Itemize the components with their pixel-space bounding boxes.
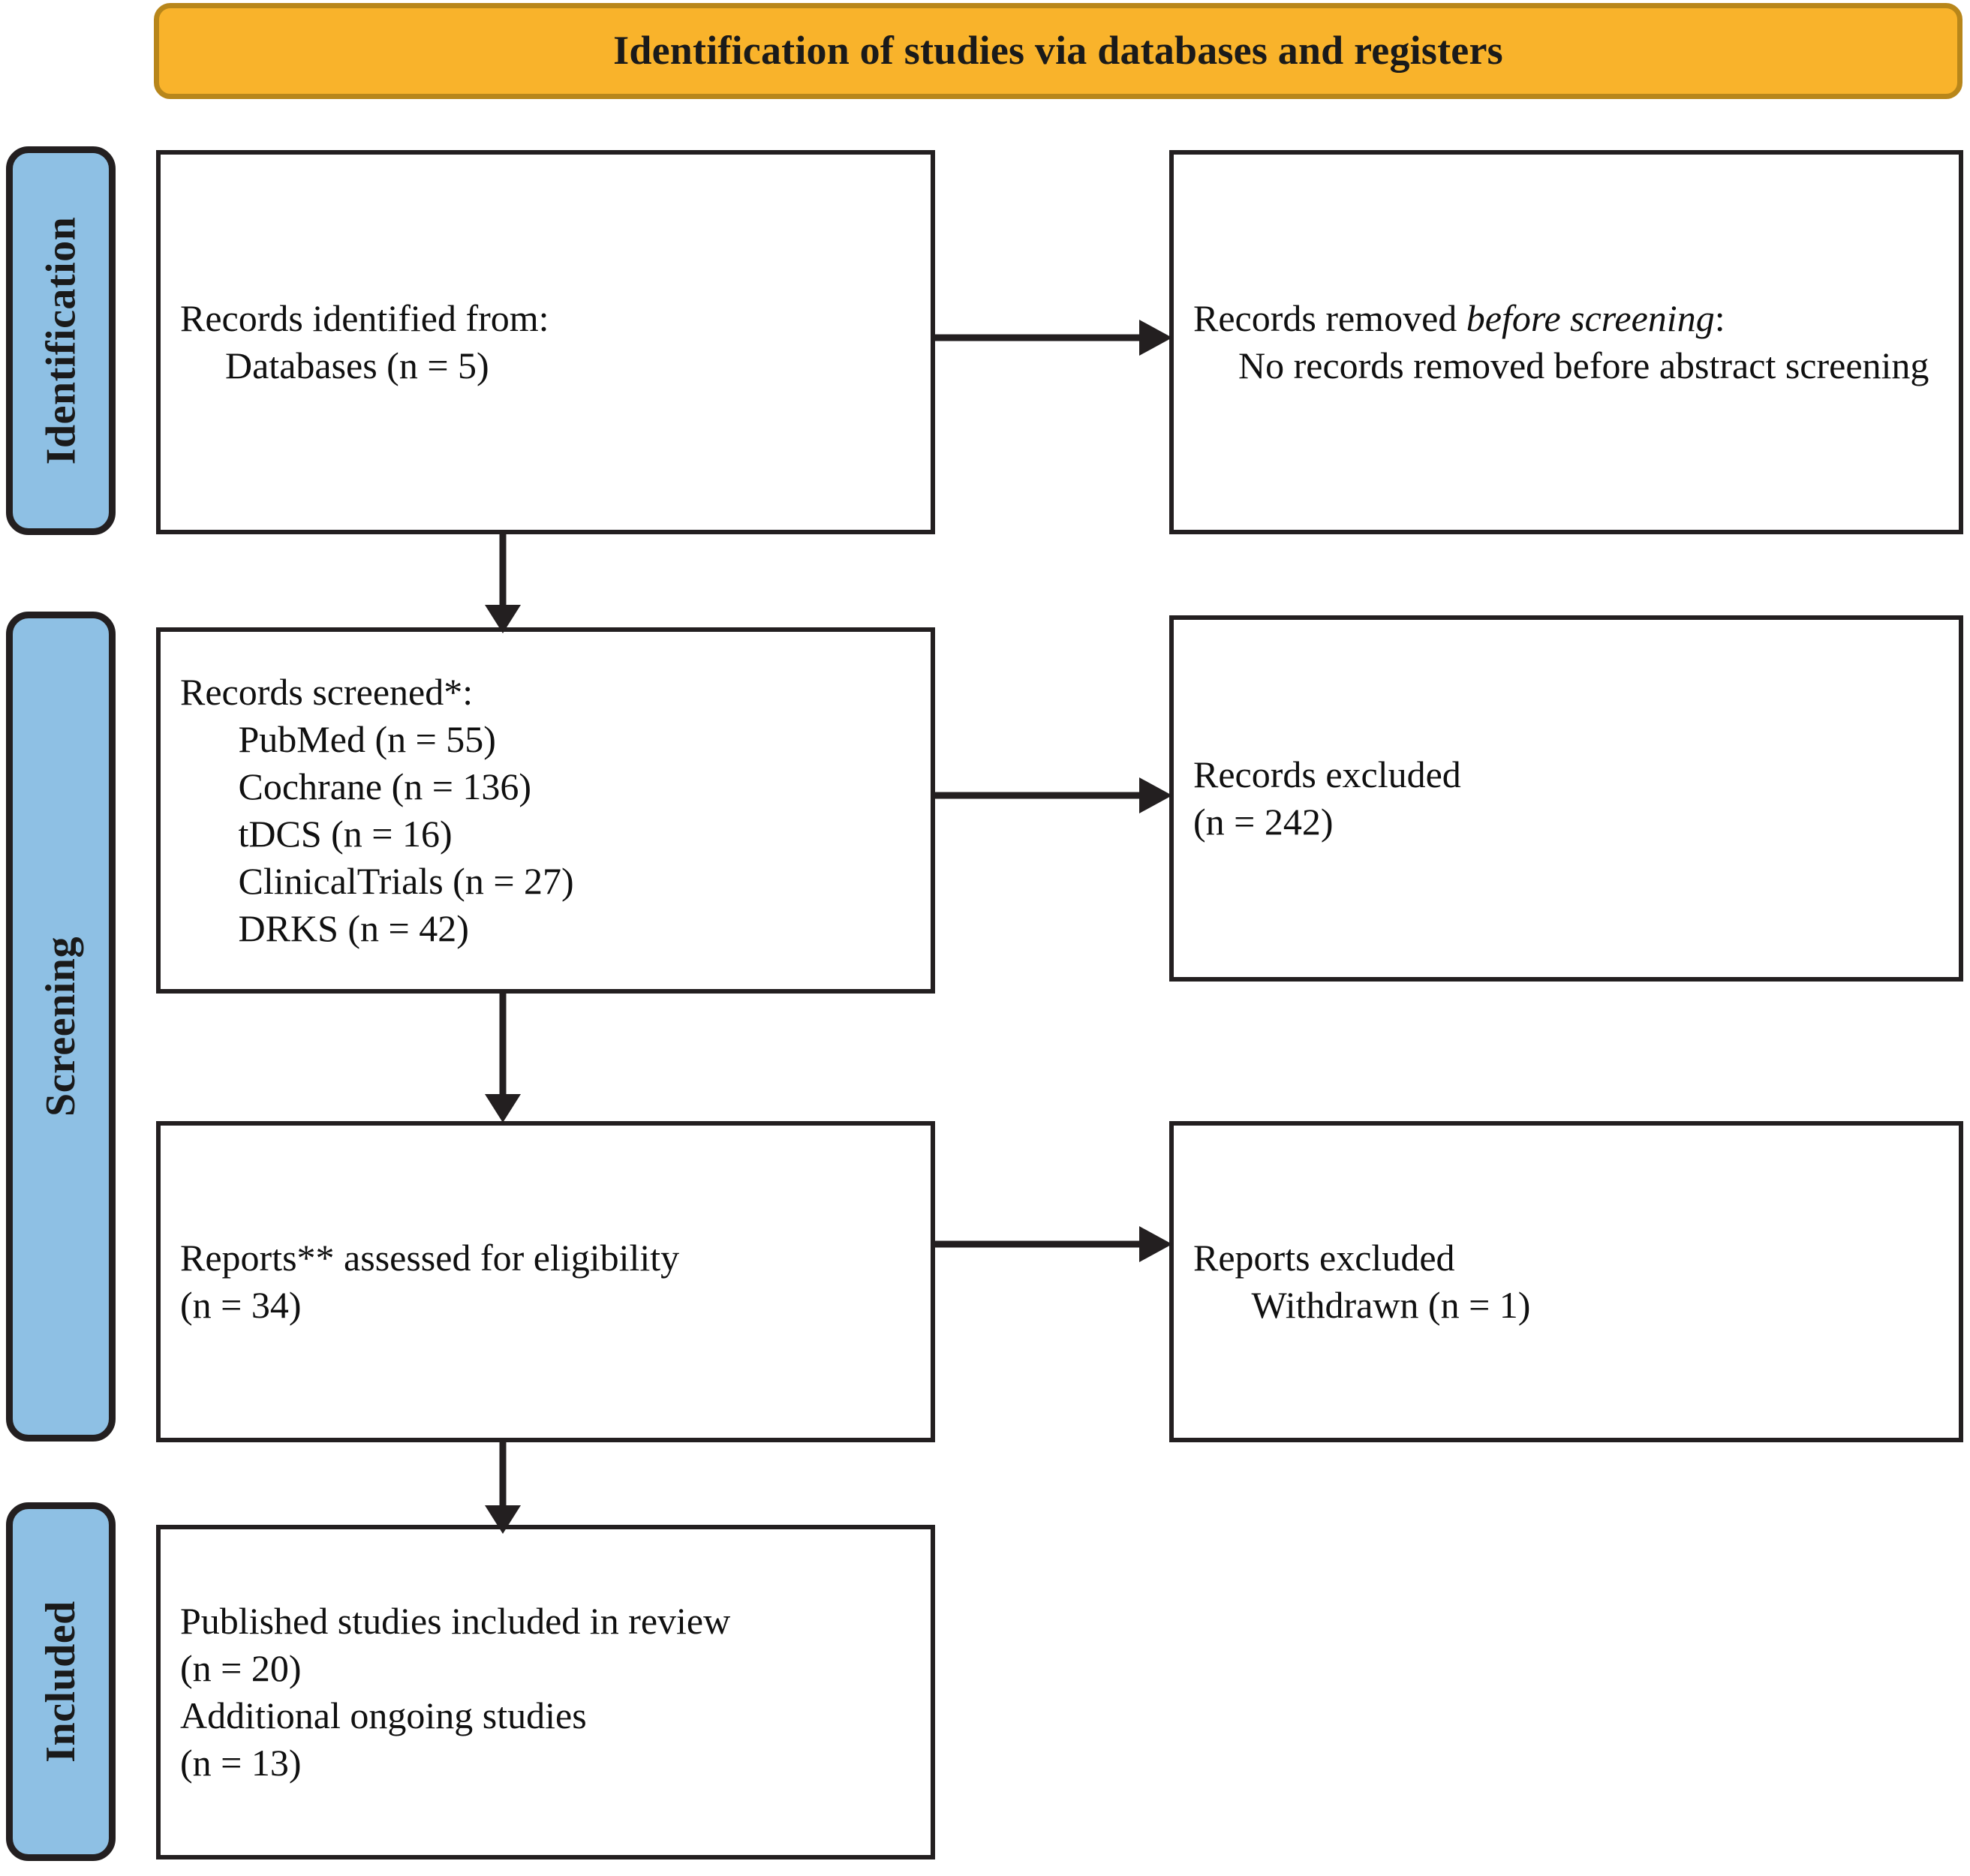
diagram-header-banner: Identification of studies via databases … [154,3,1962,99]
box-records-identified-text: Records identified from: Databases (n = … [161,295,931,389]
reports-assessed-count: (n = 34) [180,1284,302,1326]
box-records-excluded: Records excluded (n = 242) [1169,615,1963,982]
records-identified-item-databases: Databases (n = 5) [225,344,489,386]
records-screened-item-pubmed: PubMed (n = 55) [238,718,496,760]
records-screened-item-tdcs: tDCS (n = 16) [238,813,453,855]
box-records-excluded-text: Records excluded (n = 242) [1174,751,1959,846]
records-screened-item-cochrane: Cochrane (n = 136) [238,765,532,807]
records-removed-heading-italic: before screening [1466,297,1715,339]
stage-label-included-text: Included [38,1601,85,1763]
reports-excluded-item-withdrawn: Withdrawn (n = 1) [1251,1284,1531,1326]
arrow-right-icon [931,320,1172,356]
arrow-down-icon [485,530,521,633]
arrow-down-icon [485,989,521,1123]
records-removed-body: No records removed before abstract scree… [1238,344,1929,386]
reports-excluded-heading: Reports excluded [1193,1237,1455,1279]
included-ongoing-label: Additional ongoing studies [180,1694,587,1736]
diagram-title: Identification of studies via databases … [613,28,1503,74]
records-screened-item-clinicaltrials: ClinicalTrials (n = 27) [238,860,574,902]
records-screened-item-drks: DRKS (n = 42) [238,907,469,949]
box-records-removed: Records removed before screening: No rec… [1169,150,1963,534]
connector-identified-to-removed [931,315,1174,360]
connector-screened-to-records-excluded [931,773,1174,818]
stage-label-identification-text: Identification [38,216,84,465]
included-ongoing-count: (n = 13) [180,1742,302,1784]
box-reports-assessed-eligibility: Reports** assessed for eligibility (n = … [156,1121,935,1442]
records-excluded-count: (n = 242) [1193,801,1334,843]
box-records-screened: Records screened*: PubMed (n = 55) Cochr… [156,627,935,994]
records-identified-heading: Records identified from: [180,297,549,339]
records-removed-heading: Records removed before screening: [1193,295,1939,342]
box-studies-included-text: Published studies included in review (n … [161,1598,931,1787]
connector-identified-to-screened [480,530,525,635]
reports-assessed-heading: Reports** assessed for eligibility [180,1237,680,1279]
arrow-right-icon [931,777,1172,813]
records-removed-heading-prefix: Records removed [1193,297,1466,339]
included-published-label: Published studies included in review [180,1600,731,1642]
connector-screened-to-eligibility [480,989,525,1124]
connector-eligibility-to-reports-excluded [931,1222,1174,1267]
box-records-removed-text: Records removed before screening: No rec… [1174,295,1959,389]
stage-label-included: Included [6,1502,116,1861]
records-excluded-heading: Records excluded [1193,753,1461,795]
records-screened-heading: Records screened*: [180,671,474,713]
box-studies-included: Published studies included in review (n … [156,1525,935,1859]
stage-label-identification: Identification [6,146,116,535]
arrow-down-icon [485,1438,521,1534]
stage-label-screening-text: Screening [38,936,84,1117]
connector-eligibility-to-included [480,1438,525,1535]
box-records-identified: Records identified from: Databases (n = … [156,150,935,534]
box-reports-excluded: Reports excluded Withdrawn (n = 1) [1169,1121,1963,1442]
arrow-right-icon [931,1226,1172,1262]
box-reports-assessed-text: Reports** assessed for eligibility (n = … [161,1234,931,1329]
stage-label-screening: Screening [6,612,116,1442]
box-reports-excluded-text: Reports excluded Withdrawn (n = 1) [1174,1234,1959,1329]
included-published-count: (n = 20) [180,1647,302,1689]
records-removed-heading-suffix: : [1714,297,1725,339]
box-records-screened-text: Records screened*: PubMed (n = 55) Cochr… [161,669,931,952]
